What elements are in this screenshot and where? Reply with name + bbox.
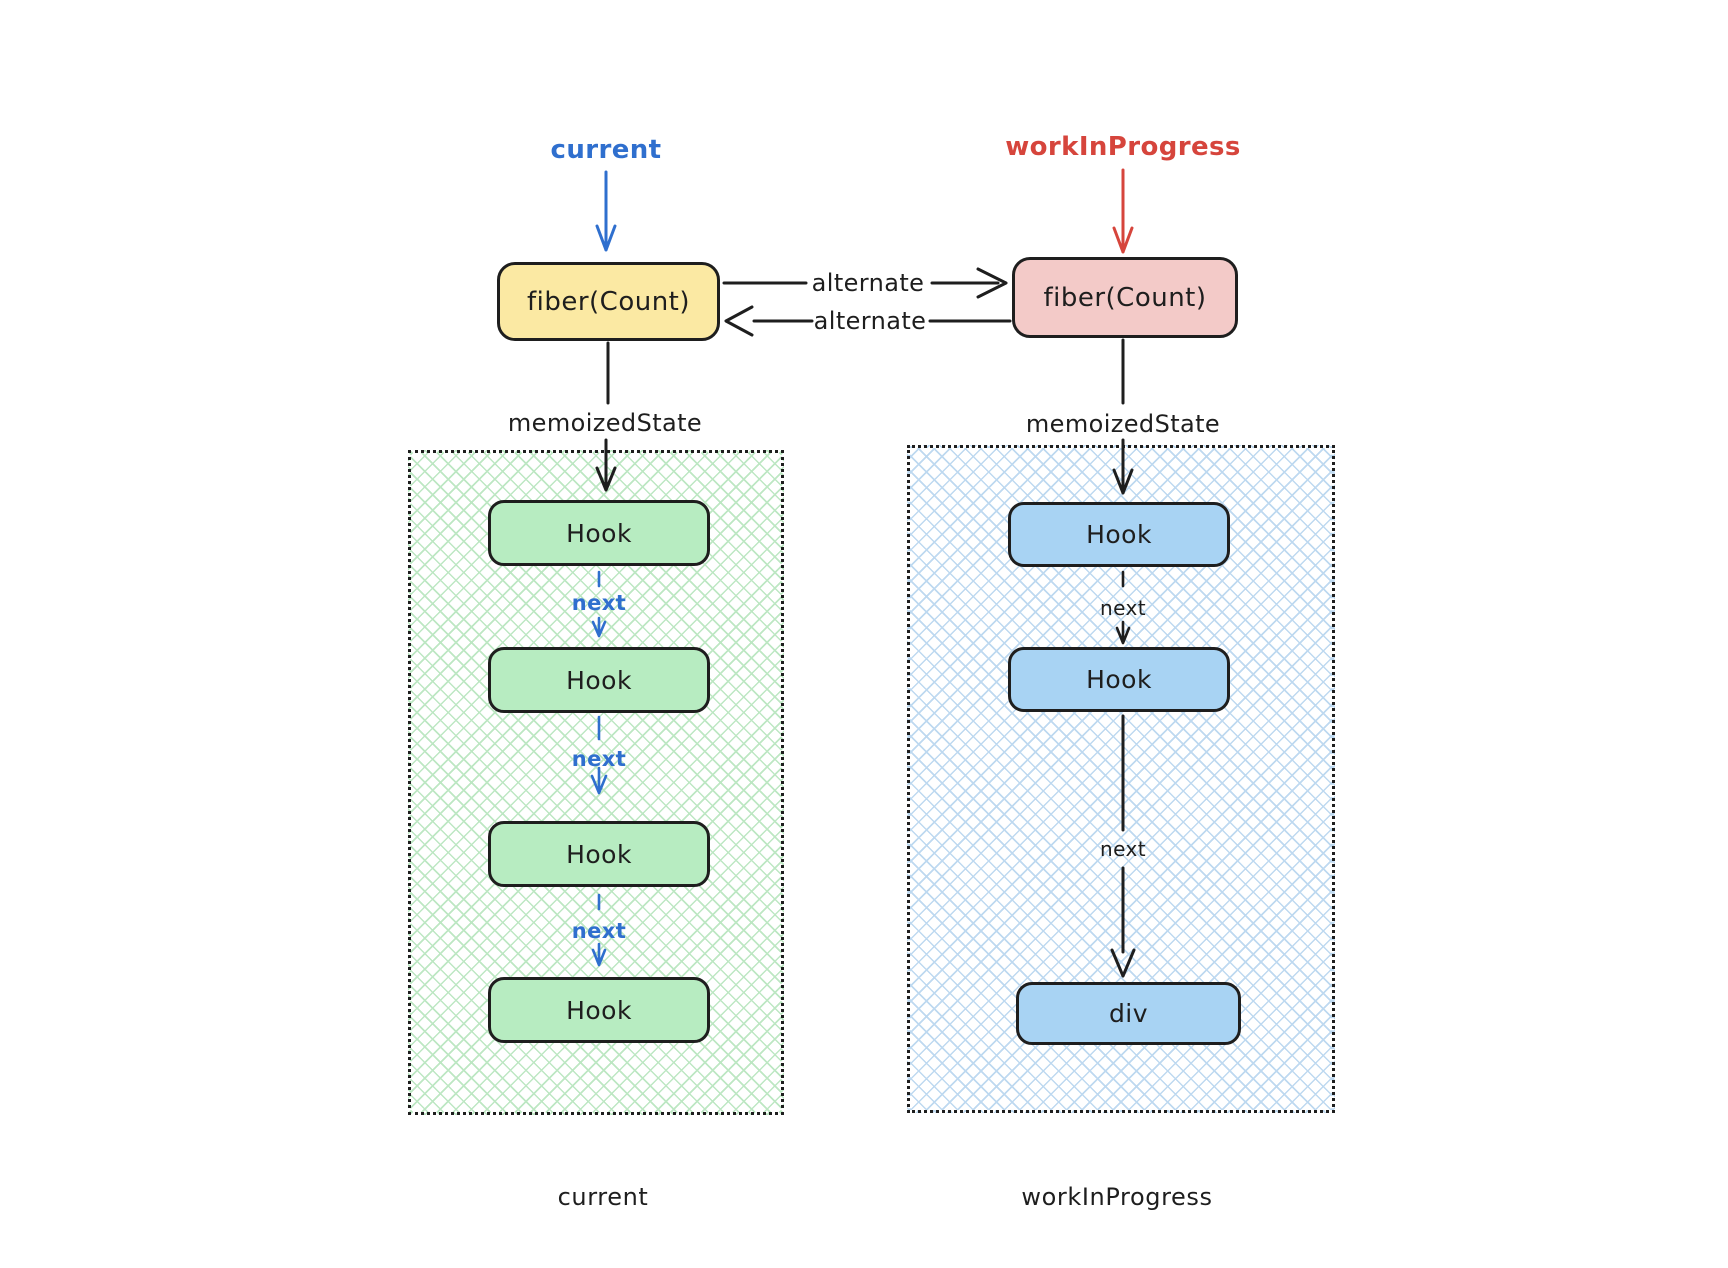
memoizedstate-right-label: memoizedState — [1025, 410, 1221, 438]
wip-hook-1-label: Hook — [1086, 520, 1152, 549]
current-next-label-2: next — [571, 747, 627, 771]
current-hook-3: Hook — [488, 821, 710, 887]
current-hook-2: Hook — [488, 647, 710, 713]
workinprogress-tree-caption: workInProgress — [1021, 1183, 1213, 1211]
current-hook-4-label: Hook — [566, 995, 632, 1025]
wip-next-label-1: next — [1100, 596, 1146, 620]
current-hook-4: Hook — [488, 977, 710, 1043]
current-hook-3-label: Hook — [566, 839, 632, 869]
wip-hook-1: Hook — [1008, 502, 1230, 567]
wip-hook-2-label: Hook — [1086, 665, 1152, 694]
fiber-workinprogress-node: fiber(Count) — [1012, 257, 1238, 338]
workinprogress-pointer-arrow — [1112, 168, 1134, 254]
fiber-current-node-label: fiber(Count) — [526, 286, 691, 317]
current-next-label-3: next — [571, 919, 627, 943]
wip-div-node-label: div — [1108, 999, 1149, 1028]
current-tree-caption: current — [557, 1183, 649, 1211]
wip-div-node: div — [1016, 982, 1241, 1045]
current-pointer-label: current — [550, 135, 662, 165]
current-pointer-arrow — [595, 170, 617, 252]
fiber-current-node: fiber(Count) — [497, 262, 720, 341]
memoizedstate-left-label: memoizedState — [507, 409, 703, 437]
wip-hook-2: Hook — [1008, 647, 1230, 712]
current-hook-1-label: Hook — [566, 518, 632, 548]
wip-next-label-2: next — [1100, 837, 1146, 861]
alternate-bottom-edge-label: alternate — [813, 307, 927, 335]
fiber-workinprogress-node-label: fiber(Count) — [1043, 282, 1207, 313]
current-hook-2-label: Hook — [566, 665, 632, 695]
current-next-label-1: next — [571, 591, 627, 615]
workinprogress-pointer-label: workInProgress — [1005, 132, 1241, 162]
current-hook-1: Hook — [488, 500, 710, 566]
alternate-top-edge-label: alternate — [811, 269, 925, 297]
